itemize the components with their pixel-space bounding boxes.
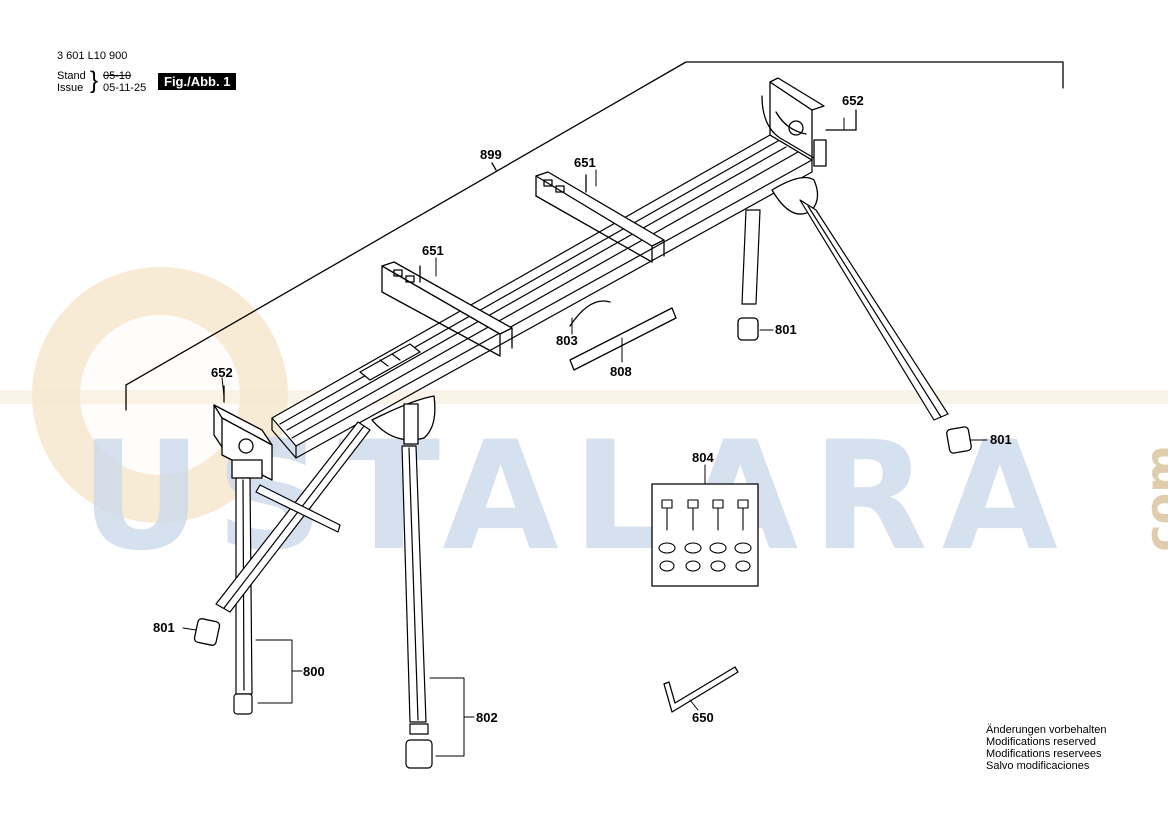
callout-802: 802 [476, 710, 498, 725]
callout-800: 800 [303, 664, 325, 679]
callout-651-back: 651 [574, 155, 596, 170]
footer-note-fr: Modifications reservees [986, 748, 1102, 760]
brace: } [90, 67, 99, 94]
callout-801-b: 801 [990, 432, 1012, 447]
callout-651-front: 651 [422, 243, 444, 258]
footer-note-es: Salvo modificaciones [986, 760, 1090, 772]
support-bracket-651-back [535, 171, 665, 263]
stand-date: 05-10 [103, 70, 132, 82]
stand-label: Stand [57, 70, 86, 82]
center-hub [371, 395, 436, 445]
foot-801-c [193, 618, 221, 646]
callout-801-c: 801 [153, 620, 175, 635]
callout-650: 650 [692, 710, 714, 725]
figure-label: Fig./Abb. 1 [158, 73, 237, 90]
main-beam [271, 134, 813, 459]
foot-801-a [737, 317, 759, 341]
leg-center [401, 445, 433, 769]
bracket-899 [125, 61, 1064, 411]
doc-number: 3 601 L10 900 [57, 50, 128, 62]
callout-804: 804 [692, 450, 714, 465]
hardware-kit-804 [651, 483, 759, 587]
callout-808: 808 [610, 364, 632, 379]
callout-803: 803 [556, 333, 578, 348]
callout-801-a: 801 [775, 322, 797, 337]
footer-note-de: Änderungen vorbehalten [986, 724, 1107, 736]
leader-lines [182, 117, 988, 757]
callout-899: 899 [480, 147, 502, 162]
callout-652-left: 652 [211, 365, 233, 380]
issue-label: Issue [57, 82, 84, 94]
part-808-strip [569, 307, 677, 371]
support-bracket-651-front [381, 261, 513, 357]
issue-date: 05-11-25 [103, 82, 147, 94]
callout-652-right: 652 [842, 93, 864, 108]
footer-notes: Änderungen vorbehalten Modifications res… [986, 724, 1106, 772]
part-803-disc [569, 300, 611, 327]
leg-right-front [799, 199, 949, 421]
leg-left-brace [215, 421, 371, 613]
leg-right-back [741, 209, 761, 305]
end-stop-left [213, 385, 273, 481]
hex-key-650 [663, 666, 739, 713]
end-stop-right [761, 77, 857, 167]
footer-note-en: Modifications reserved [986, 736, 1097, 748]
foot-801-b [946, 426, 972, 454]
